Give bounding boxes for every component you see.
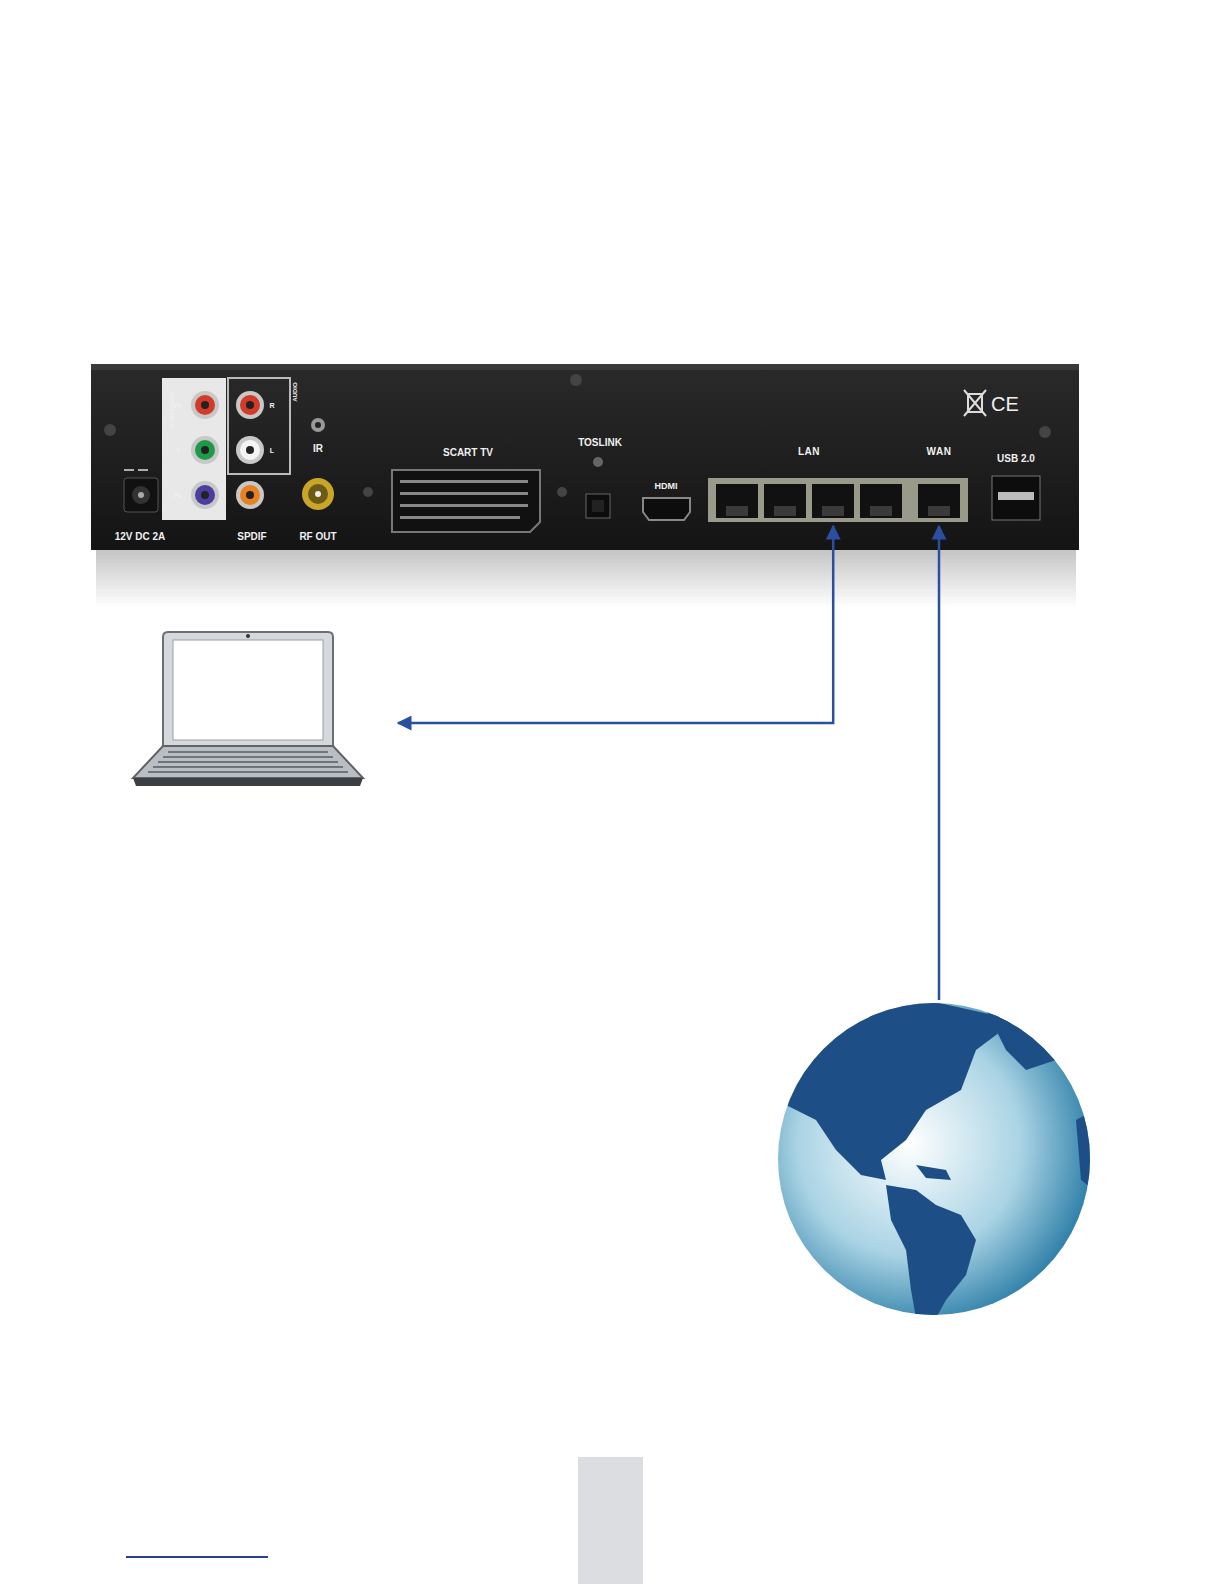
port-label: WAN [910, 446, 968, 457]
panel-label: R [269, 402, 274, 409]
panel-label: 12V DC 2A [115, 531, 166, 542]
panel-label: TOSLINK [578, 437, 622, 448]
panel-label: HDMI [655, 481, 678, 491]
panel-label: Pr [174, 402, 181, 409]
globe-icon [776, 1000, 1094, 1318]
panel-label: SPDIF [237, 531, 266, 542]
panel-label: COMPONENT [169, 391, 175, 430]
port-group: LAN [708, 446, 910, 524]
panel-label: SCART TV [443, 447, 493, 458]
laptop-node [128, 628, 398, 792]
panel-label: RF OUT [299, 531, 336, 542]
port-label: LAN [708, 446, 910, 457]
network-cable [398, 526, 833, 723]
panel-label: USB 2.0 [997, 453, 1035, 464]
panel-label: Y [176, 447, 181, 454]
panel-label: L [270, 447, 274, 454]
globe-node [776, 1000, 1094, 1318]
port-group: WAN [910, 446, 968, 524]
network-cable [938, 526, 941, 1000]
panel-label: IR [313, 443, 323, 454]
panel-label: CE [991, 393, 1019, 416]
laptop-icon [128, 628, 398, 792]
panel-label: Pb [174, 492, 183, 499]
panel-label: AUDIO [292, 382, 298, 401]
